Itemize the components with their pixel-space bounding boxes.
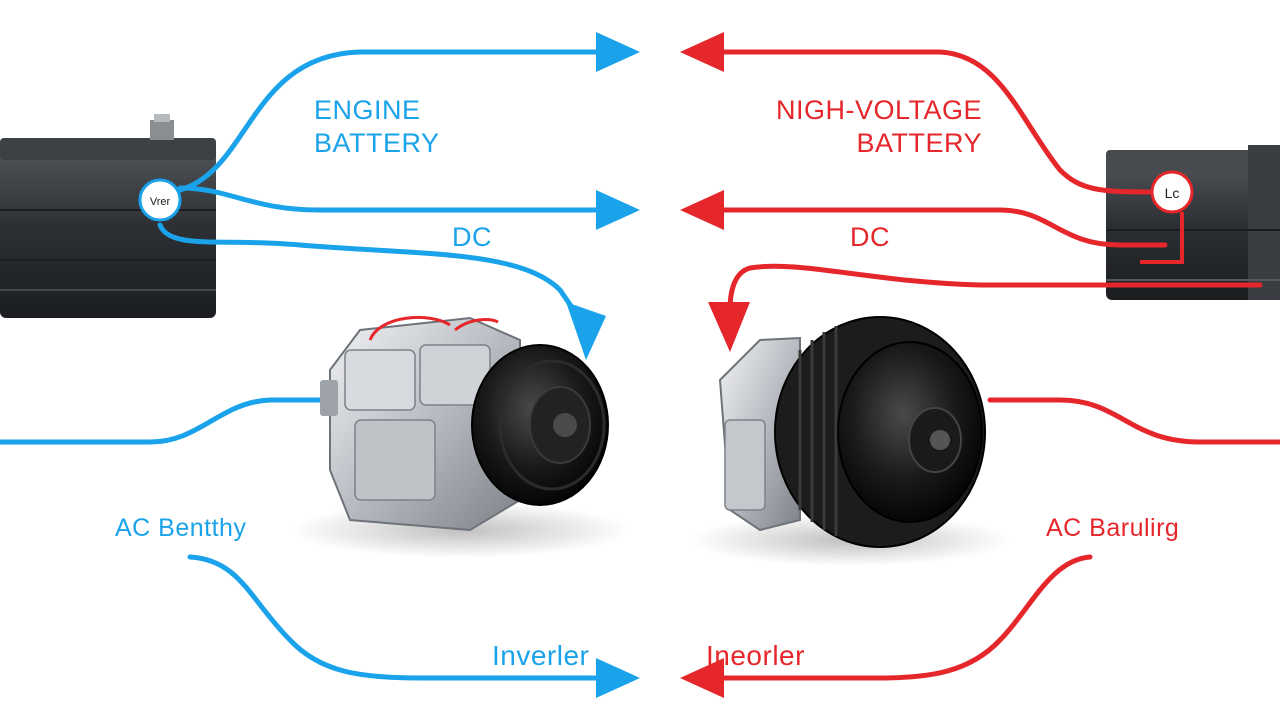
hv-battery-terminal-label: Lc [1165,185,1180,201]
engine-battery-label-line1: ENGINE [314,95,421,125]
blue-dc-wire [177,185,603,213]
red-compressor-arrowhead [708,302,750,352]
red-inverter-arrowhead [680,658,724,698]
inverter-left-label: Inverler [492,640,590,671]
blue-top-wire [177,49,603,193]
high-voltage-battery-label: NIGH-VOLTAGE BATTERY [776,94,982,160]
hv-battery-lead [1140,212,1184,264]
dc-right-label: DC [850,222,890,252]
blue-ac-wire [0,397,328,445]
red-top-wire [717,49,1153,195]
blue-inverter-wire [187,554,603,681]
engine-battery-label-line2: BATTERY [314,128,440,158]
blue-top-arrowhead [596,32,640,72]
left-ac-compressor [290,315,630,558]
ac-right-label: AC Barulirg [1046,514,1180,542]
inverter-right-label: Ineorler [706,640,805,671]
engine-battery: Vrer [0,114,216,318]
blue-inverter-arrowhead [596,658,640,698]
red-compressor-wire [727,263,1263,313]
high-voltage-battery-label-line1: NIGH-VOLTAGE [776,95,983,125]
red-dc-arrowhead [680,190,724,230]
blue-dc-arrowhead [596,190,640,230]
engine-battery-terminal-label: Vrer [150,196,171,208]
high-voltage-battery: Lc [1106,145,1280,300]
red-top-arrowhead [680,32,724,72]
blue-wiring [0,49,603,681]
engine-battery-terminal [138,178,182,222]
red-ac-wire [987,397,1280,445]
red-inverter-wire [717,554,1093,681]
red-arrowheads [680,32,750,698]
ac-left-label: AC Bentthy [115,514,247,542]
high-voltage-battery-label-line2: BATTERY [856,128,983,158]
dc-left-label: DC [452,222,492,252]
red-wiring [717,49,1280,681]
right-ac-compressor [690,316,1010,566]
red-dc-wire [717,207,1168,248]
engine-battery-label: ENGINE BATTERY [314,94,440,160]
blue-compressor-wire [157,222,585,325]
blue-compressor-arrowhead [566,302,606,360]
blue-arrowheads [566,32,640,698]
